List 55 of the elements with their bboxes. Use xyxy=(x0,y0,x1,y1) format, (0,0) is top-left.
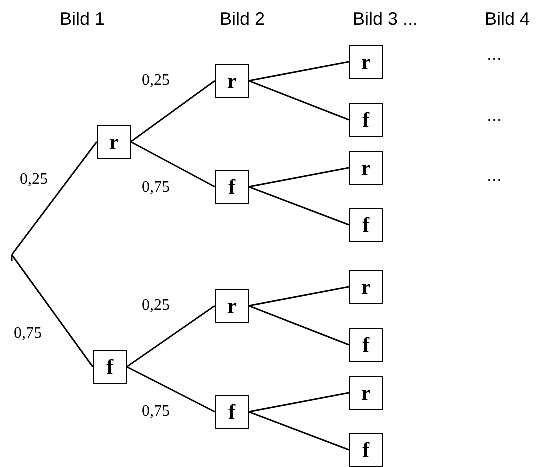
outcome-box xyxy=(349,103,383,137)
outcome-letter: r xyxy=(227,296,237,316)
outcome-letter: r xyxy=(361,52,371,72)
outcome-letter: r xyxy=(227,70,237,92)
outcome-letter: f xyxy=(106,356,114,378)
edge-label: 0,25 xyxy=(142,73,170,89)
outcome-letter: f xyxy=(362,334,370,356)
continuation-dots: ... xyxy=(487,106,502,124)
branch-line xyxy=(248,411,350,451)
edge-label: 0,75 xyxy=(142,404,170,420)
branch-line xyxy=(248,392,350,413)
column-heading: Bild 4 xyxy=(485,10,530,28)
outcome-letter: f xyxy=(228,176,236,198)
edge-label: 0,75 xyxy=(142,180,170,196)
branch-line xyxy=(248,286,350,307)
outcome-box xyxy=(215,289,249,323)
outcome-box xyxy=(349,45,383,79)
edge-label: 0,75 xyxy=(14,326,42,342)
outcome-box xyxy=(215,64,249,98)
edge-label: 0,25 xyxy=(142,298,170,314)
column-heading: Bild 3 ... xyxy=(353,10,418,28)
outcome-letter: f xyxy=(228,402,236,422)
outcome-box xyxy=(349,376,383,410)
outcome-letter: r xyxy=(361,382,371,404)
outcome-letter: f xyxy=(362,214,370,236)
outcome-box xyxy=(215,170,249,204)
continuation-dots: ... xyxy=(487,166,502,184)
outcome-box xyxy=(93,350,127,384)
branch-line xyxy=(248,167,350,188)
outcome-box xyxy=(349,433,383,467)
outcome-letter: r xyxy=(361,276,371,298)
branch-line xyxy=(130,141,216,188)
outcome-letter: f xyxy=(362,440,370,460)
outcome-box xyxy=(349,270,383,304)
column-heading: Bild 1 xyxy=(60,10,106,28)
branch-line xyxy=(126,305,216,368)
column-heading: Bild 2 xyxy=(220,10,266,28)
outcome-box xyxy=(349,151,383,185)
outcome-box xyxy=(215,395,249,429)
outcome-letter: r xyxy=(109,132,119,152)
outcome-box xyxy=(349,208,383,242)
branch-line xyxy=(248,80,350,121)
outcome-letter: r xyxy=(361,158,371,178)
edge-label: 0,25 xyxy=(20,172,48,188)
outcome-box xyxy=(97,125,131,159)
continuation-dots: ... xyxy=(487,45,502,63)
branch-line xyxy=(11,142,98,256)
outcome-box xyxy=(349,328,383,362)
branch-line xyxy=(248,305,350,346)
outcome-letter: f xyxy=(362,110,370,130)
branch-line xyxy=(126,366,216,413)
branch-line xyxy=(248,186,350,226)
branch-line xyxy=(130,80,216,143)
branch-line xyxy=(11,254,94,368)
branch-line xyxy=(248,61,350,82)
